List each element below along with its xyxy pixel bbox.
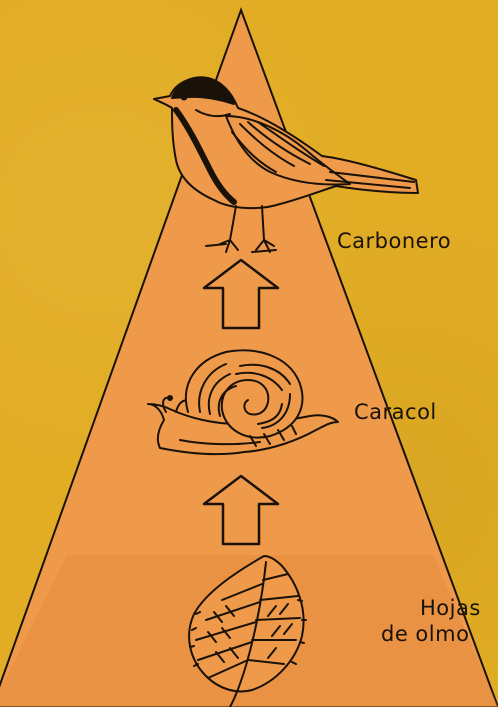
label-hojas-line1: Hojas — [420, 594, 481, 622]
label-caracol: Caracol — [354, 398, 437, 426]
label-hojas-line2: de olmo — [381, 620, 469, 648]
label-carbonero: Carbonero — [337, 227, 451, 255]
